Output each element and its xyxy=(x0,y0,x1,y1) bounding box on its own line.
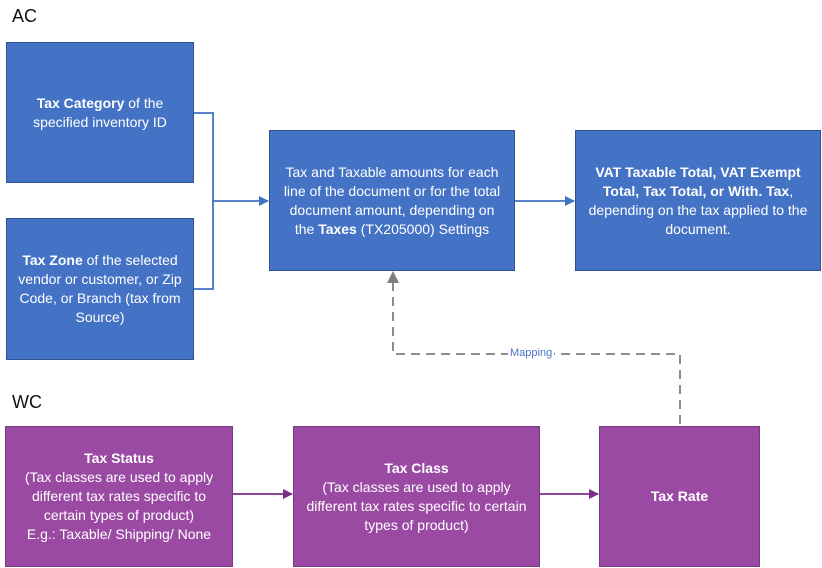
tax-zone-box: Tax Zone of the selected vendor or custo… xyxy=(6,218,194,360)
wc-section-label: WC xyxy=(12,392,42,412)
vat-totals-title: VAT Taxable Total, VAT Exempt Total, Tax… xyxy=(595,163,801,199)
mapping-label: Mapping xyxy=(508,347,555,359)
tax-amounts-text: Tax and Taxable amounts for each line of… xyxy=(283,163,501,237)
tax-rate-title: Tax Rate xyxy=(650,488,709,504)
tax-rate-box: Tax Rate xyxy=(599,426,760,567)
tax-amounts-suffix: (TX205000) Settings xyxy=(356,220,490,237)
tax-status-text: (Tax classes are used to apply different… xyxy=(24,469,214,523)
tax-status-title: Tax Status xyxy=(84,450,154,466)
tax-amounts-box: Tax and Taxable amounts for each line of… xyxy=(269,130,515,271)
ac-section-label: AC xyxy=(12,6,38,26)
tax-category-text: of the specified inventory ID xyxy=(33,94,167,130)
tax-class-text: (Tax classes are used to apply different… xyxy=(306,478,527,533)
connector-tax-zone xyxy=(194,201,214,290)
tax-status-example: E.g.: Taxable/ Shipping/ None xyxy=(26,526,212,542)
tax-category-title: Tax Category xyxy=(36,94,125,111)
tax-category-box: Tax Category of the specified inventory … xyxy=(6,42,194,183)
tax-class-title: Tax Class xyxy=(384,459,449,476)
taxes-link-text: Taxes xyxy=(318,220,357,237)
vat-totals-box: VAT Taxable Total, VAT Exempt Total, Tax… xyxy=(575,130,821,271)
tax-class-box: Tax Class (Tax classes are used to apply… xyxy=(293,426,540,567)
connector-tax-category xyxy=(194,112,214,201)
tax-status-box: Tax Status (Tax classes are used to appl… xyxy=(5,426,233,567)
vat-totals-text: , depending on the tax applied to the do… xyxy=(588,182,808,237)
tax-zone-text: of the selected vendor or customer, or Z… xyxy=(18,252,182,325)
tax-zone-title: Tax Zone xyxy=(22,252,83,268)
